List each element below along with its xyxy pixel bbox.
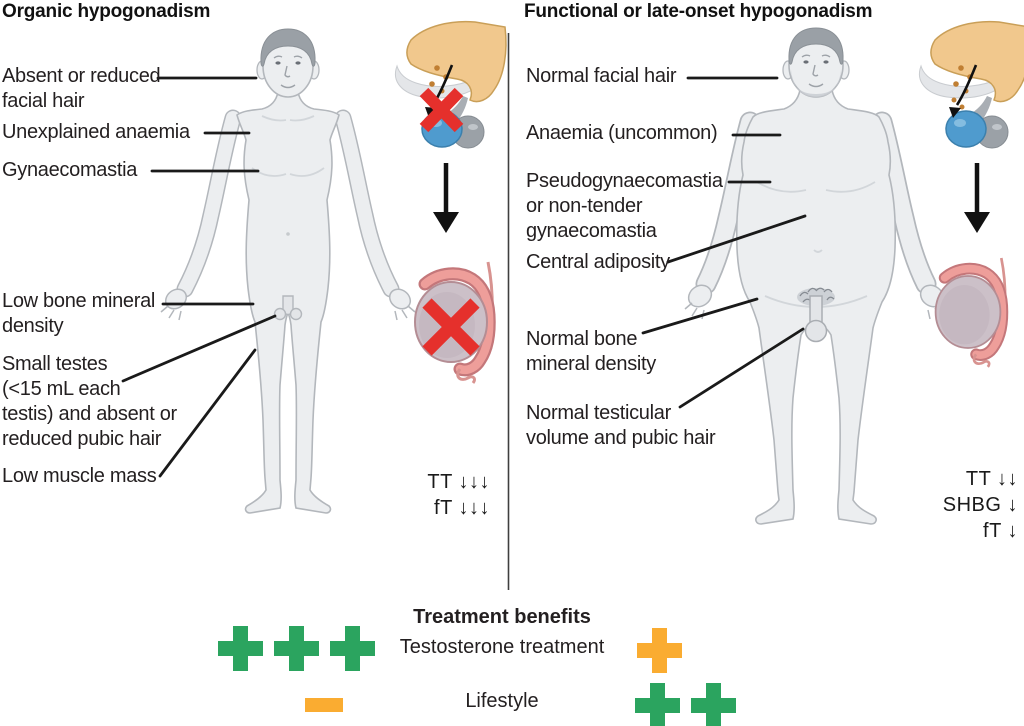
label-normal-testicular-volume: Normal testicular volume and pubic hair: [526, 401, 716, 451]
label-gynaecomastia: Gynaecomastia: [2, 158, 137, 183]
text-line: or non-tender: [526, 195, 643, 217]
testosterone-treatment-label: Testosterone treatment: [399, 636, 605, 658]
text-line: Gynaecomastia: [2, 159, 138, 181]
hormone-values-left: TT ↓↓↓ fT ↓↓↓: [385, 469, 490, 521]
text-line: testis) and absent or: [2, 403, 177, 425]
label-unexplained-anaemia: Unexplained anaemia: [2, 120, 190, 145]
label-low-bone-mineral-density: Low bone mineral density: [2, 289, 155, 339]
text-line: Small testes: [2, 353, 108, 375]
text-line: density: [2, 315, 64, 337]
text-line: Low bone mineral: [2, 290, 156, 312]
plus-green-symbol: [218, 626, 263, 671]
text-line: Normal testicular: [526, 402, 671, 424]
testosterone-benefit-organic: [218, 626, 375, 671]
text-line: Pseudogynaecomastia: [526, 170, 723, 192]
blocked-cross-pituitary-icon: [419, 87, 464, 133]
slim-male-figure: [160, 28, 416, 514]
text-line: Absent or reduced: [2, 65, 161, 87]
pituitary-icon-right: [918, 20, 1024, 150]
plus-green-symbol: [635, 683, 680, 726]
label-normal-facial-hair: Normal facial hair: [526, 64, 677, 89]
plus-orange-symbol: [637, 628, 682, 673]
label-small-testes: Small testes (<15 mL each testis) and abse…: [2, 352, 177, 452]
text-line: mineral density: [526, 353, 657, 375]
testis-icon-right: [936, 258, 1006, 367]
plus-green-symbol: [330, 626, 375, 671]
text-line: Unexplained anaemia: [2, 121, 190, 143]
obese-male-figure: [684, 27, 948, 525]
label-central-adiposity: Central adiposity: [526, 250, 670, 275]
plus-green-symbol: [274, 626, 319, 671]
label-anaemia-uncommon: Anaemia (uncommon): [526, 121, 718, 146]
minus-orange-symbol: [305, 698, 343, 712]
text-line: gynaecomastia: [526, 220, 657, 242]
text-line: reduced pubic hair: [2, 428, 162, 450]
down-arrow-icon-left: [433, 163, 459, 233]
label-absent-facial-hair: Absent or reduced facial hair: [2, 64, 161, 114]
text-line: Anaemia (uncommon): [526, 122, 718, 144]
text-line: Normal bone: [526, 328, 638, 350]
hormone-values-right: TT ↓↓ SHBG ↓ fT ↓: [905, 466, 1018, 544]
treatment-benefits-title: Treatment benefits: [413, 606, 591, 628]
text-line: Normal facial hair: [526, 65, 677, 87]
text-line: (<15 mL each: [2, 378, 121, 400]
right-panel-title: Functional or late-onset hypogonadism: [524, 1, 873, 22]
blocked-cross-testis-icon: [422, 298, 480, 356]
text-line: volume and pubic hair: [526, 427, 716, 449]
down-arrow-icon-right: [964, 163, 990, 233]
lifestyle-benefit-functional: [635, 683, 736, 726]
label-low-muscle-mass: Low muscle mass: [2, 464, 157, 489]
text-line: SHBG ↓: [942, 494, 1018, 516]
pituitary-icon-left: [394, 20, 508, 150]
text-line: TT ↓↓↓: [427, 471, 490, 493]
testosterone-benefit-functional: [637, 628, 682, 673]
text-line: Low muscle mass: [2, 465, 157, 487]
label-normal-bone-mineral-density: Normal bone mineral density: [526, 327, 656, 377]
text-line: fT ↓: [983, 520, 1018, 542]
text-line: fT ↓↓↓: [434, 497, 490, 519]
text-line: facial hair: [2, 90, 85, 112]
text-line: TT ↓↓: [965, 468, 1018, 490]
lifestyle-label: Lifestyle: [465, 690, 539, 712]
text-line: Central adiposity: [526, 251, 670, 273]
label-pseudogynaecomastia: Pseudogynaecomastia or non-tender gynaecom…: [526, 169, 723, 244]
plus-green-symbol: [691, 683, 736, 726]
leader-lines: [121, 76, 807, 478]
lifestyle-benefit-organic: [305, 698, 343, 712]
left-panel-title: Organic hypogonadism: [2, 1, 211, 22]
